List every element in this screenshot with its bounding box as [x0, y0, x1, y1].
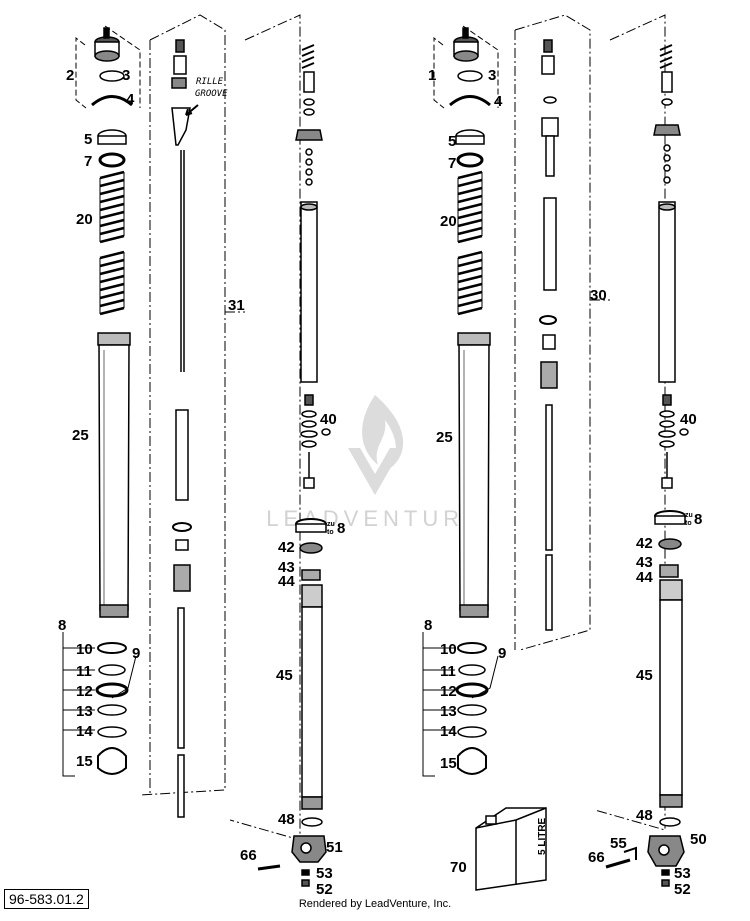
- right-seal-leader-lines: [422, 632, 499, 777]
- left-seal-leader-lines: [62, 632, 137, 777]
- callout-48-right: 48: [636, 807, 653, 824]
- annotation-groove: GROOVE: [195, 89, 228, 99]
- right-cartridge-box: [514, 14, 666, 831]
- callout-8-right: 8: [424, 617, 432, 634]
- callout-8-left-top: 8: [337, 520, 345, 537]
- right-springs: [457, 170, 483, 316]
- callout-13-right: 13: [440, 703, 457, 720]
- callout-55: 55: [610, 835, 627, 852]
- right-valve-stack: [605, 44, 689, 887]
- callout-53-right: 53: [674, 865, 691, 882]
- callout-9-right: 9: [498, 645, 506, 662]
- callout-51: 51: [326, 839, 343, 856]
- callout-8-left: 8: [58, 617, 66, 634]
- callout-31: 31: [228, 297, 245, 314]
- callout-25-left: 25: [72, 427, 89, 444]
- right-damper-rod: [539, 39, 559, 631]
- callout-2: 1: [428, 67, 436, 84]
- callout-30: 30: [590, 287, 607, 304]
- callout-7-left: 7: [84, 153, 92, 170]
- callout-44-right: 44: [636, 569, 653, 586]
- callout-4-right: 4: [494, 93, 503, 110]
- callout-14-left: 14: [76, 723, 93, 740]
- callout-10-left: 10: [76, 641, 93, 658]
- callout-42-left: 42: [278, 539, 295, 556]
- callout-20-right: 20: [440, 213, 457, 230]
- callout-53-left: 53: [316, 865, 333, 882]
- callout-9-left: 9: [132, 645, 140, 662]
- oil-canister: 5 LITRE: [475, 807, 548, 891]
- callout-11-left: 11: [76, 663, 92, 680]
- callout-43-right: 43: [636, 554, 653, 571]
- left-seal-stack: [95, 642, 129, 775]
- right-outer-tube: [457, 332, 491, 618]
- callout-42-right: 42: [636, 535, 653, 552]
- callout-labels: 1 2 3 3 4 4 5 5 7 7 20 20 25 25 31 30 40…: [58, 67, 707, 898]
- left-groove-arrow: [185, 104, 199, 116]
- callout-40-left: 40: [320, 411, 337, 428]
- callout-45-left: 45: [276, 667, 293, 684]
- callout-4-left: 4: [126, 91, 135, 108]
- callout-66-left: 66: [240, 847, 257, 864]
- callout-zu-left: zu: [327, 521, 335, 528]
- render-credit: Rendered by LeadVenture, Inc.: [298, 898, 452, 910]
- callout-52-right: 52: [674, 881, 691, 898]
- callout-12-left: 12: [76, 683, 93, 700]
- left-valve-stack: [257, 44, 331, 887]
- callout-44-left: 44: [278, 573, 295, 590]
- callout-11-right: 11: [440, 663, 456, 680]
- callout-45-right: 45: [636, 667, 653, 684]
- right-cap-group-bracket: [433, 25, 499, 109]
- left-cartridge-box: [139, 14, 301, 841]
- left-cap-group-bracket: [75, 25, 141, 109]
- left-damper-rod: [171, 39, 192, 818]
- callout-25-right: 25: [436, 429, 453, 446]
- callout-2-left: 2: [66, 67, 74, 84]
- callout-20-left: 20: [76, 211, 93, 228]
- watermark: LEADVENTURE: [266, 395, 479, 531]
- watermark-v-icon: [348, 448, 402, 495]
- callout-8-right-top: 8: [694, 511, 702, 528]
- left-top-cap: [91, 27, 133, 168]
- callout-3-right: 3: [488, 67, 496, 84]
- callout-48-left: 48: [278, 811, 295, 828]
- callout-14-right: 14: [440, 723, 457, 740]
- watermark-flame-icon: [362, 395, 404, 470]
- callout-5-right: 5: [448, 133, 456, 150]
- callout-to-right: to: [685, 520, 692, 527]
- left-springs: [99, 170, 125, 316]
- callout-5-left: 5: [84, 131, 92, 148]
- callout-70: 70: [450, 859, 467, 876]
- callout-10-right: 10: [440, 641, 457, 658]
- callout-40-right: 40: [680, 411, 697, 428]
- callout-15-right: 15: [440, 755, 457, 772]
- left-outer-tube: [97, 332, 131, 618]
- diagram-part-number: 96-583.01.2: [4, 889, 89, 909]
- callout-66-right: 66: [588, 849, 605, 866]
- callout-52-left: 52: [316, 881, 333, 898]
- callout-7-right: 7: [448, 155, 456, 172]
- canister-label: 5 LITRE: [537, 817, 548, 855]
- right-top-cap: [449, 27, 491, 168]
- callout-43-left: 43: [278, 559, 295, 576]
- callout-3-left: 3: [122, 67, 130, 84]
- callout-12-right: 12: [440, 683, 457, 700]
- callout-to-left: to: [327, 529, 334, 536]
- callout-50: 50: [690, 831, 707, 848]
- callout-15-left: 15: [76, 753, 93, 770]
- right-seal-stack: [455, 642, 489, 775]
- callout-zu-right: zu: [685, 512, 693, 519]
- callout-13-left: 13: [76, 703, 93, 720]
- annotation-rille: RILLE: [196, 77, 224, 87]
